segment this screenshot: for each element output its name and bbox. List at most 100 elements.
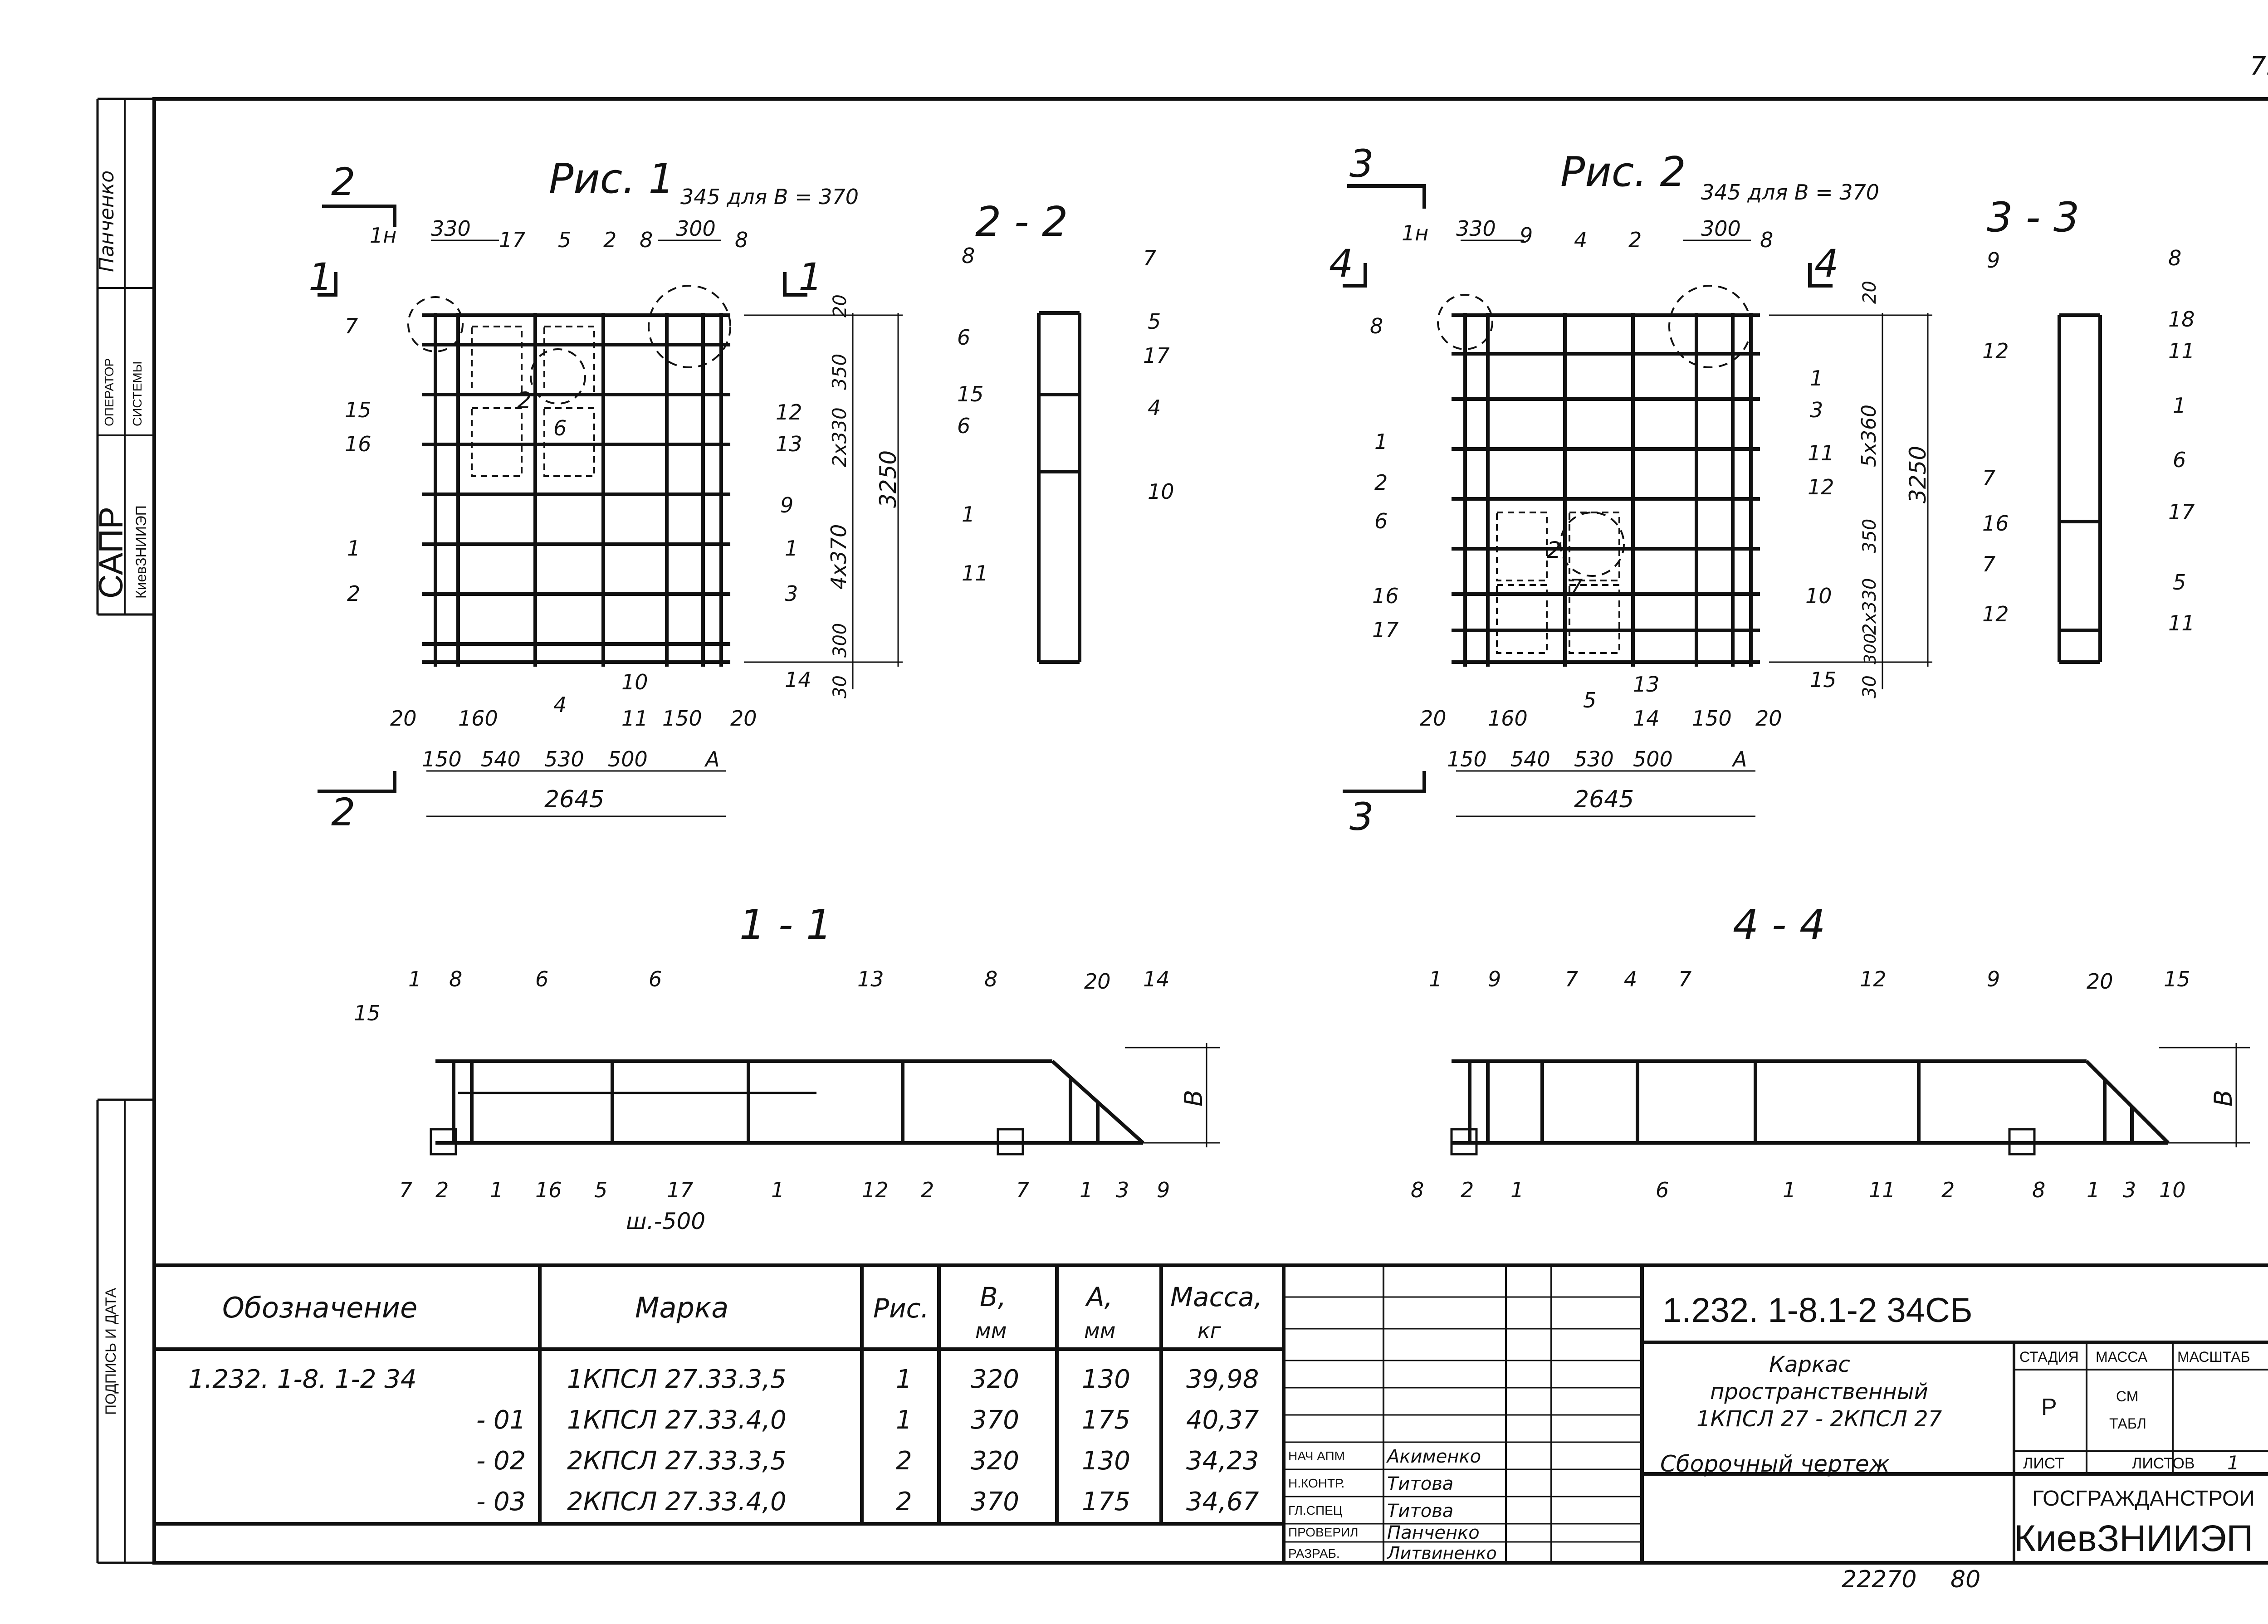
s44-bot-3: 3 <box>2123 1178 2136 1202</box>
f2-mark-3: 3 <box>1810 398 1823 422</box>
f2-mark-1-left: 1 <box>1374 429 1388 454</box>
s22-mark-5: 5 <box>1148 309 1161 334</box>
row-1-mark: 1КПСЛ 27.33.4,0 <box>567 1405 787 1435</box>
row-0-mark: 1КПСЛ 27.33.3,5 <box>567 1365 787 1394</box>
figure-2-total-height: 3250 <box>1905 446 1931 503</box>
s22-mark-10: 10 <box>1148 479 1174 504</box>
s11-bot-1: 1 <box>490 1178 503 1202</box>
figure-1-dim-300: 300 <box>676 216 716 241</box>
s22-mark-11: 11 <box>962 561 988 585</box>
sig-name-4: Литвиненко <box>1386 1543 1497 1563</box>
signer-name: Панченко <box>95 171 118 272</box>
figure-1-section-cuts <box>318 205 807 793</box>
f2-mark-15: 15 <box>1810 668 1837 692</box>
figure-1-dim-lines <box>426 239 903 817</box>
s11-top-8b: 8 <box>984 967 997 991</box>
s44-top-7b: 7 <box>1678 967 1691 991</box>
header-mass: Масса, <box>1170 1282 1262 1312</box>
sig-role-1: Н.КОНТР. <box>1288 1476 1344 1490</box>
s33-mark-12: 12 <box>1982 339 2009 363</box>
header-designation: Обозначение <box>222 1291 417 1324</box>
spec-rows: 1.232. 1-8. 1-2 34 1КПСЛ 27.33.3,5 1 320… <box>188 1365 1259 1517</box>
row-3-fig: 2 <box>896 1487 912 1517</box>
row-1-mass: 40,37 <box>1186 1405 1259 1435</box>
f2-mark-10: 10 <box>1805 584 1832 608</box>
figure-2-dim-b-500: 500 <box>1633 747 1673 771</box>
figure-2-title: Рис. 2 <box>1560 148 1686 196</box>
cut-label-3-bottom: 3 <box>1349 795 1374 839</box>
sign-date-label: ПОДПИСЬ И ДАТА <box>103 1287 119 1415</box>
mass-ref-2: ТАБЛ <box>2109 1415 2146 1432</box>
s33-mark-5: 5 <box>2173 570 2186 595</box>
sapr-label: САПР <box>92 507 130 599</box>
f2-mark-4: 4 <box>1574 228 1587 252</box>
figure-2-grid <box>1452 313 1760 667</box>
s33-mark-1: 1 <box>2173 393 2186 418</box>
s44-bot-1b: 1 <box>1783 1178 1796 1202</box>
f2-mark-8: 8 <box>1760 228 1773 252</box>
header-fig: Рис. <box>873 1293 929 1324</box>
s33-mark-11: 11 <box>2168 339 2195 363</box>
s44-top-1: 1 <box>1429 967 1442 991</box>
figure-2-dim-lines <box>1456 239 1932 817</box>
s22-mark-1: 1 <box>962 502 975 527</box>
mark-2-detail: 2 <box>517 387 532 414</box>
figure-1-dim-b-530: 530 <box>544 747 584 771</box>
part-name-2: пространственный <box>1710 1379 1928 1405</box>
sheet-code: 80 <box>1950 1566 1980 1593</box>
s44-top-7a: 7 <box>1565 967 1578 991</box>
mark-10: 10 <box>621 670 648 694</box>
f2-mark-1n: 1н <box>1402 221 1428 245</box>
figure-1-dim-330: 330 <box>431 216 471 241</box>
figure-2-dim-300r: 300 <box>1861 633 1880 664</box>
figure-2-details <box>1437 285 1752 654</box>
part-name-3: 1КПСЛ 27 - 2КПСЛ 27 <box>1696 1406 1942 1432</box>
s11-top-15: 15 <box>354 1001 381 1025</box>
s11-dim-20: 20 <box>1084 969 1111 994</box>
row-3-designation: - 03 <box>476 1487 526 1517</box>
cut-label-3-top: 3 <box>1349 141 1374 186</box>
s33-mark-6: 6 <box>2173 448 2186 472</box>
f2-mark-2-detail: 2 <box>1547 537 1561 563</box>
signature-rows: НАЧ АПМ Акименко Н.КОНТР. Титова ГЛ.СПЕЦ… <box>1288 1446 1497 1563</box>
mark-17: 17 <box>499 228 526 252</box>
figure-2-dim-20: 20 <box>1859 281 1880 304</box>
row-0-mass: 39,98 <box>1186 1365 1259 1394</box>
page-number: 79 <box>2250 52 2268 81</box>
row-2-mass: 34,23 <box>1186 1446 1259 1476</box>
header-mark: Марка <box>635 1291 728 1324</box>
figure-2-note: 345 для В = 370 <box>1701 180 1879 205</box>
mark-12: 12 <box>776 400 802 424</box>
sig-name-3: Панченко <box>1387 1522 1480 1543</box>
section-3-3: 3 - 3 9 8 12 18 11 1 7 6 16 17 7 5 12 11 <box>1982 194 2195 664</box>
s11-top-6a: 6 <box>535 967 548 991</box>
figure-1-dim-b-540: 540 <box>481 747 521 771</box>
sig-name-2: Титова <box>1387 1501 1453 1522</box>
sig-role-0: НАЧ АПМ <box>1288 1449 1345 1463</box>
header-a-unit: мм <box>1084 1318 1115 1343</box>
s11-bot-1b: 1 <box>771 1178 784 1202</box>
s11-bot-7b: 7 <box>1016 1178 1029 1202</box>
sheets-count: 1 <box>2227 1452 2239 1474</box>
cut-label-4-right: 4 <box>1814 241 1838 286</box>
sig-role-3: ПРОВЕРИЛ <box>1288 1525 1359 1539</box>
s44-bot-6: 6 <box>1656 1178 1669 1202</box>
f2-mark-2-left: 2 <box>1374 470 1388 495</box>
s11-top-1: 1 <box>408 967 421 991</box>
row-0-a: 130 <box>1082 1365 1130 1394</box>
row-3-mass: 34,67 <box>1186 1487 1259 1517</box>
row-3-a: 175 <box>1082 1487 1130 1517</box>
s33-mark-16: 16 <box>1982 511 2009 536</box>
s44-bot-1: 1 <box>1510 1178 1524 1202</box>
s11-top-13: 13 <box>857 967 884 991</box>
figure-2-dim-5x360: 5х360 <box>1857 405 1881 467</box>
s22-mark-7: 7 <box>1143 246 1156 270</box>
mark-5: 5 <box>558 228 571 252</box>
f2-mark-6: 6 <box>1374 509 1388 533</box>
s44-bot-2b: 2 <box>1941 1178 1955 1202</box>
s11-bot-1c: 1 <box>1080 1178 1093 1202</box>
sig-role-2: ГЛ.СПЕЦ <box>1288 1503 1343 1517</box>
row-0-b: 320 <box>971 1365 1019 1394</box>
s33-mark-7b: 7 <box>1982 552 1995 576</box>
